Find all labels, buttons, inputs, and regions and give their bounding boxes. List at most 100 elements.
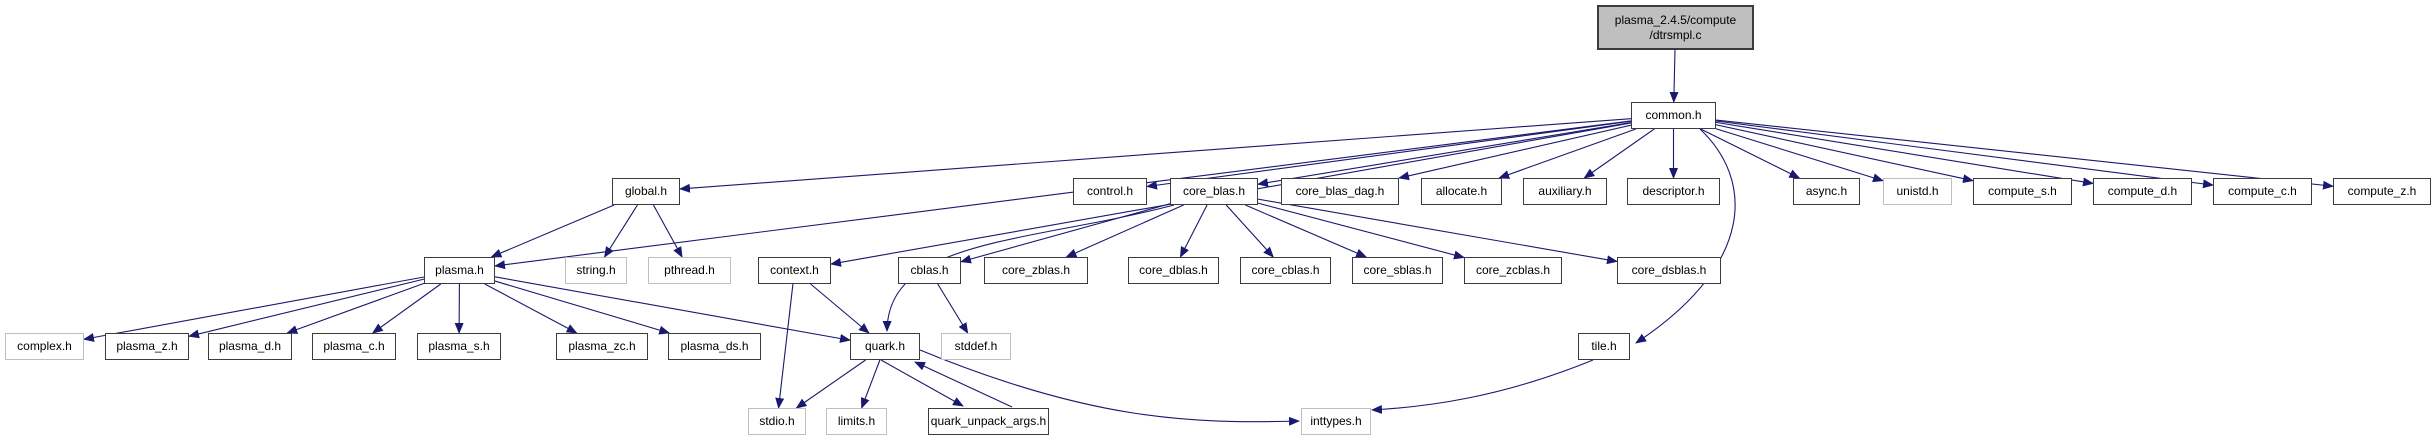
node-async_h[interactable]: async.h	[1793, 178, 1860, 205]
edge-common_h-to-global_h	[679, 118, 1632, 193]
node-core_dblas_h[interactable]: core_dblas.h	[1128, 257, 1219, 284]
node-plasma_s_h[interactable]: plasma_s.h	[417, 333, 501, 360]
node-label: auxiliary.h	[1538, 184, 1592, 199]
node-label: compute_d.h	[2107, 184, 2178, 199]
edge-quark_h-to-quark_unpack_args_h	[880, 359, 964, 407]
node-label: compute_s.h	[1988, 184, 2057, 199]
edge-common_h-to-compute_s_h	[1715, 124, 1974, 183]
node-label: stdio.h	[759, 414, 795, 429]
edge-core_blas_h-to-core_sblas_h	[1245, 204, 1368, 258]
edge-common_h-to-compute_c_h	[1715, 120, 2214, 189]
node-label: plasma_2.4.5/compute /dtrsmpl.c	[1614, 13, 1737, 42]
node-core_sblas_h[interactable]: core_sblas.h	[1352, 257, 1443, 284]
node-pthread_h: pthread.h	[648, 257, 731, 284]
node-plasma_ds_h[interactable]: plasma_ds.h	[668, 333, 761, 360]
edge-common_h-to-async_h	[1700, 128, 1801, 179]
node-label: global.h	[624, 184, 668, 199]
node-common_h[interactable]: common.h	[1631, 102, 1716, 129]
edge-global_h-to-string_h	[604, 204, 638, 258]
node-label: async.h	[1805, 184, 1848, 199]
edge-dtrsmpl_c-to-common_h	[1669, 49, 1679, 103]
edge-common_h-to-compute_z_h	[1715, 119, 2334, 190]
edge-core_blas_h-to-cblas_h	[960, 203, 1171, 264]
node-control_h[interactable]: control.h	[1073, 178, 1147, 205]
node-core_zcblas_h[interactable]: core_zcblas.h	[1464, 257, 1562, 284]
node-label: allocate.h	[1435, 184, 1488, 199]
edge-common_h-to-auxiliary_h	[1583, 128, 1655, 179]
node-label: plasma.h	[435, 263, 484, 278]
node-plasma_d_h[interactable]: plasma_d.h	[208, 333, 292, 360]
node-core_cblas_h[interactable]: core_cblas.h	[1240, 257, 1331, 284]
node-label: inttypes.h	[1310, 414, 1362, 429]
edge-common_h-to-compute_d_h	[1715, 121, 2094, 187]
node-label: core_zblas.h	[1001, 263, 1071, 278]
node-label: plasma_d.h	[218, 339, 282, 354]
edge-core_blas_h-to-core_dblas_h	[1179, 204, 1208, 258]
node-plasma_h[interactable]: plasma.h	[424, 257, 495, 284]
node-unistd_h: unistd.h	[1883, 178, 1952, 205]
node-quark_h[interactable]: quark.h	[850, 333, 920, 360]
node-quark_unpack_args_h[interactable]: quark_unpack_args.h	[928, 408, 1049, 435]
node-label: plasma_c.h	[323, 339, 385, 354]
node-plasma_zc_h[interactable]: plasma_zc.h	[556, 333, 648, 360]
edge-core_blas_h-to-core_zblas_h	[1065, 204, 1184, 258]
node-descriptor_h[interactable]: descriptor.h	[1627, 178, 1720, 205]
node-label: compute_z.h	[2347, 184, 2417, 199]
node-label: core_zcblas.h	[1475, 263, 1551, 278]
edge-quark_h-to-stdio_h	[795, 359, 866, 409]
node-stddef_h: stddef.h	[941, 333, 1011, 360]
edge-plasma_h-to-quark_h	[494, 276, 851, 343]
node-compute_s_h[interactable]: compute_s.h	[1973, 178, 2072, 205]
node-tile_h[interactable]: tile.h	[1578, 333, 1630, 360]
edge-core_blas_h-to-quark_h	[882, 204, 1175, 332]
edge-core_blas_h-to-core_zcblas_h	[1257, 202, 1465, 260]
node-label: unistd.h	[1896, 184, 1939, 199]
node-dtrsmpl_c: plasma_2.4.5/compute /dtrsmpl.c	[1597, 5, 1754, 50]
node-label: core_cblas.h	[1251, 263, 1320, 278]
node-label: limits.h	[837, 414, 876, 429]
node-core_blas_dag_h[interactable]: core_blas_dag.h	[1281, 178, 1399, 205]
node-core_zblas_h[interactable]: core_zblas.h	[984, 257, 1088, 284]
edge-common_h-to-unistd_h	[1715, 128, 1884, 183]
node-label: plasma_ds.h	[680, 339, 749, 354]
edge-plasma_h-to-plasma_c_h	[371, 283, 442, 334]
node-core_blas_h[interactable]: core_blas.h	[1170, 178, 1258, 205]
edge-cblas_h-to-stddef_h	[937, 283, 969, 334]
node-limits_h: limits.h	[826, 408, 887, 435]
edge-core_blas_h-to-core_dsblas_h	[1257, 198, 1618, 265]
edge-global_h-to-pthread_h	[652, 204, 683, 258]
node-allocate_h[interactable]: allocate.h	[1421, 178, 1502, 205]
node-cblas_h[interactable]: cblas.h	[898, 257, 961, 284]
edge-common_h-to-plasma_h	[494, 120, 1632, 270]
node-context_h[interactable]: context.h	[758, 257, 831, 284]
node-label: core_blas_dag.h	[1295, 184, 1385, 199]
node-plasma_z_h[interactable]: plasma_z.h	[105, 333, 189, 360]
node-label: core_blas.h	[1182, 184, 1246, 199]
edge-plasma_h-to-plasma_d_h	[286, 282, 425, 334]
node-label: string.h	[576, 263, 616, 278]
edge-plasma_h-to-plasma_zc_h	[484, 283, 578, 334]
node-label: core_dblas.h	[1139, 263, 1208, 278]
node-global_h[interactable]: global.h	[612, 178, 680, 205]
node-label: cblas.h	[910, 263, 949, 278]
node-compute_z_h[interactable]: compute_z.h	[2333, 178, 2431, 205]
edge-quark_h-to-limits_h	[860, 359, 881, 409]
node-label: quark.h	[864, 339, 906, 354]
node-label: descriptor.h	[1642, 184, 1705, 199]
node-label: complex.h	[17, 339, 72, 354]
edge-global_h-to-plasma_h	[490, 204, 615, 258]
node-core_dsblas_h[interactable]: core_dsblas.h	[1617, 257, 1721, 284]
node-label: plasma_s.h	[428, 339, 490, 354]
node-label: quark_unpack_args.h	[930, 414, 1047, 429]
edge-plasma_h-to-plasma_z_h	[188, 278, 425, 339]
node-label: plasma_zc.h	[568, 339, 636, 354]
node-compute_c_h[interactable]: compute_c.h	[2213, 178, 2312, 205]
node-plasma_c_h[interactable]: plasma_c.h	[312, 333, 396, 360]
edge-quark_h-to-inttypes_h	[919, 349, 1300, 426]
node-label: control.h	[1086, 184, 1134, 199]
node-label: core_dsblas.h	[1631, 263, 1707, 278]
node-auxiliary_h[interactable]: auxiliary.h	[1523, 178, 1607, 205]
node-compute_d_h[interactable]: compute_d.h	[2093, 178, 2192, 205]
node-complex_h: complex.h	[5, 333, 84, 360]
